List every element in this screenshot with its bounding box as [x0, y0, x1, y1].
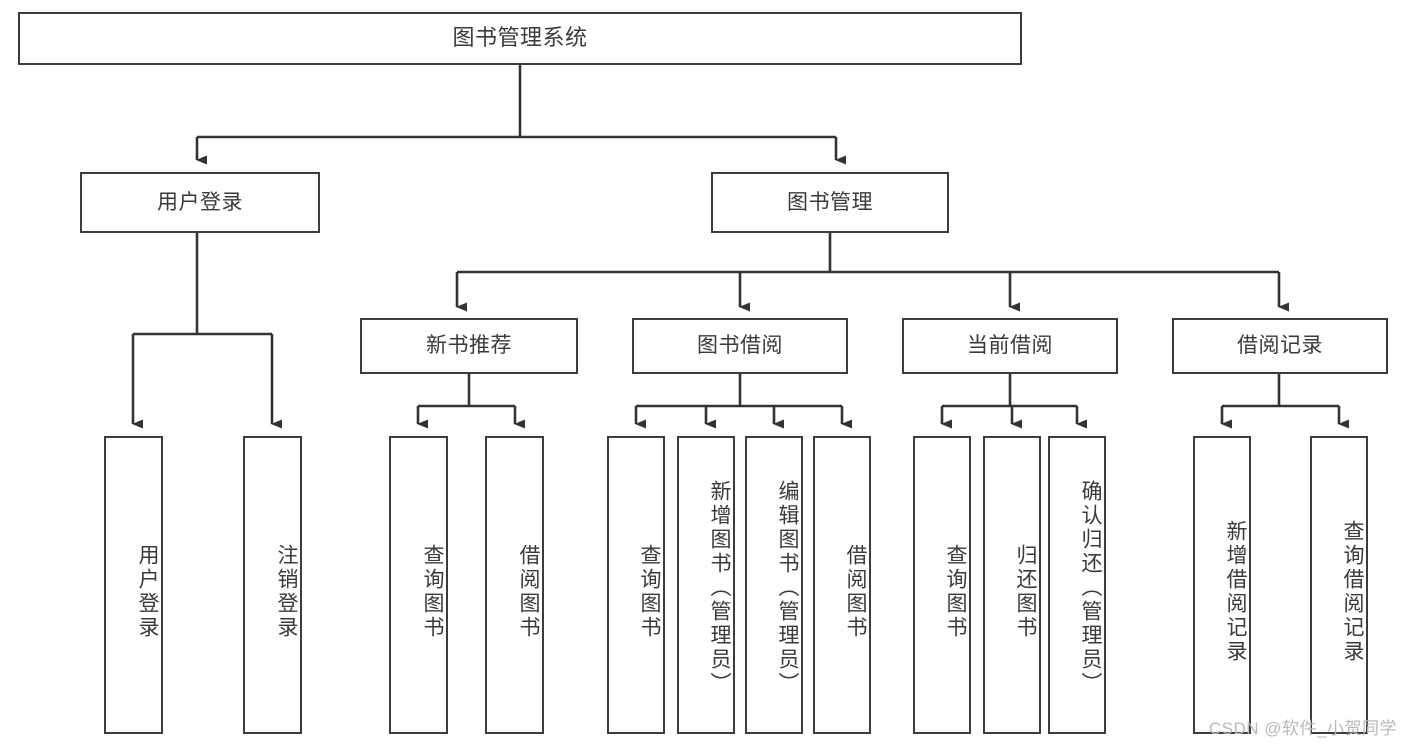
node-leaf-query-book-1[interactable]: 查询图书 [389, 436, 448, 734]
node-leaf-logout[interactable]: 注销登录 [243, 436, 302, 734]
node-leaf-borrow-book-2[interactable]: 借阅图书 [813, 436, 871, 734]
node-book-management[interactable]: 图书管理 [711, 172, 949, 233]
node-leaf-confirm-return[interactable]: 确认归还（管理员） [1048, 436, 1106, 734]
node-book-borrow[interactable]: 图书借阅 [632, 318, 848, 374]
node-user-login[interactable]: 用户登录 [80, 172, 320, 233]
node-leaf-add-book[interactable]: 新增图书（管理员） [677, 436, 735, 734]
node-borrow-record[interactable]: 借阅记录 [1172, 318, 1388, 374]
node-leaf-user-login[interactable]: 用户登录 [104, 436, 163, 734]
node-leaf-return-book[interactable]: 归还图书 [983, 436, 1041, 734]
node-root-system[interactable]: 图书管理系统 [18, 12, 1022, 65]
watermark-text: CSDN @软件_小贺同学 [1208, 719, 1397, 738]
node-new-book-recommend[interactable]: 新书推荐 [360, 318, 578, 374]
node-leaf-edit-book[interactable]: 编辑图书（管理员） [745, 436, 803, 734]
node-leaf-borrow-book-1[interactable]: 借阅图书 [485, 436, 544, 734]
node-leaf-query-book-2[interactable]: 查询图书 [607, 436, 665, 734]
node-current-borrow[interactable]: 当前借阅 [902, 318, 1118, 374]
node-leaf-query-record[interactable]: 查询借阅记录 [1310, 436, 1368, 734]
node-leaf-add-record[interactable]: 新增借阅记录 [1193, 436, 1251, 734]
node-leaf-query-book-3[interactable]: 查询图书 [913, 436, 971, 734]
